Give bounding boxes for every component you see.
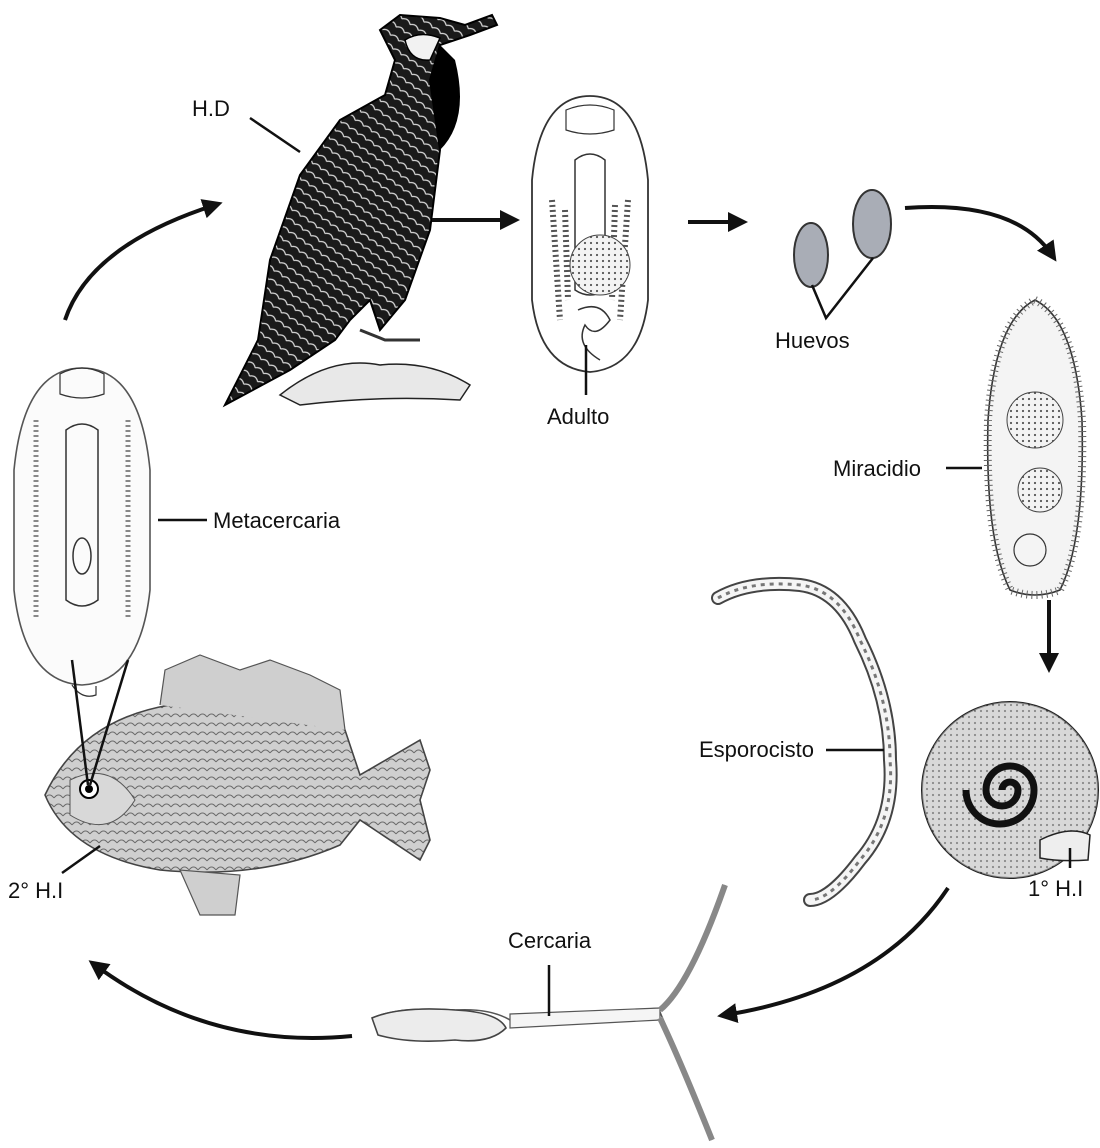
arrow-eggs-to-miracidium: [905, 207, 1052, 255]
arrow-metacercaria-to-host: [65, 205, 215, 320]
miracidium-label: Miracidio: [833, 456, 921, 481]
definitive-host-label: H.D: [192, 96, 230, 121]
sporocyst-label: Esporocisto: [699, 737, 814, 762]
arrow-cercaria-to-fish: [95, 965, 352, 1038]
egg-left: [794, 223, 828, 287]
snail-illustration: [922, 702, 1098, 878]
egg-right: [853, 190, 891, 258]
metacercaria-label: Metacercaria: [213, 508, 341, 533]
adult-label: Adulto: [547, 404, 609, 429]
miracidium-illustration: [988, 300, 1083, 595]
metacercaria-illustration: [14, 368, 150, 696]
definitive-host-leader: [250, 118, 300, 152]
fish-illustration: [45, 655, 430, 915]
first-intermediate-host-label: 1° H.I: [1028, 876, 1083, 901]
second-intermediate-host-leader: [62, 846, 100, 873]
cercaria-label: Cercaria: [508, 928, 592, 953]
cormorant-illustration: [225, 15, 497, 405]
eggs-label: Huevos: [775, 328, 850, 353]
adult-fluke-illustration: [532, 96, 648, 372]
second-intermediate-host-label: 2° H.I: [8, 878, 63, 903]
arrow-snail-to-cercaria: [725, 888, 948, 1015]
